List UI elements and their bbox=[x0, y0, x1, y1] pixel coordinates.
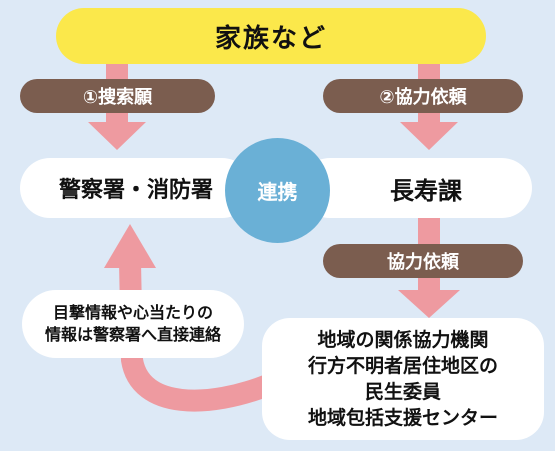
search-request-label-box: ①捜索願 bbox=[20, 79, 215, 113]
cooperation-request-label-2: 協力依頼 bbox=[387, 252, 459, 273]
police-fire-box: 警察署・消防署 bbox=[20, 158, 252, 218]
liaison-label: 連携 bbox=[257, 180, 298, 204]
agencies-line: 地域の関係協力機関 bbox=[317, 329, 489, 351]
cooperation-request-label: ②協力依頼 bbox=[379, 87, 467, 108]
agencies-line: 行方不明者居住地区の bbox=[307, 355, 498, 377]
liaison-circle: 連携 bbox=[225, 138, 330, 243]
witness-info-box: 目撃情報や心当たりの 情報は警察署へ直接連絡 bbox=[22, 290, 244, 358]
cooperation-request-label-box: ②協力依頼 bbox=[323, 79, 523, 113]
arrow-agencies-to-police bbox=[104, 224, 273, 412]
agencies-line: 地域包括支援センター bbox=[307, 407, 498, 429]
family-label: 家族など bbox=[214, 23, 327, 54]
agencies-line: 民生委員 bbox=[364, 381, 441, 403]
longevity-section-label: 長寿課 bbox=[390, 176, 462, 205]
agencies-box: 地域の関係協力機関 行方不明者居住地区の 民生委員 地域包括支援センター bbox=[262, 318, 544, 440]
witness-info-line: 情報は警察署へ直接連絡 bbox=[44, 325, 221, 344]
witness-info-line: 目撃情報や心当たりの bbox=[52, 303, 213, 322]
longevity-section-box: 長寿課 bbox=[300, 158, 532, 218]
police-fire-label: 警察署・消防署 bbox=[58, 178, 213, 203]
search-request-label: ①捜索願 bbox=[82, 87, 153, 108]
family-box: 家族など bbox=[56, 8, 486, 64]
cooperation-request-label-box-2: 協力依頼 bbox=[323, 244, 523, 278]
